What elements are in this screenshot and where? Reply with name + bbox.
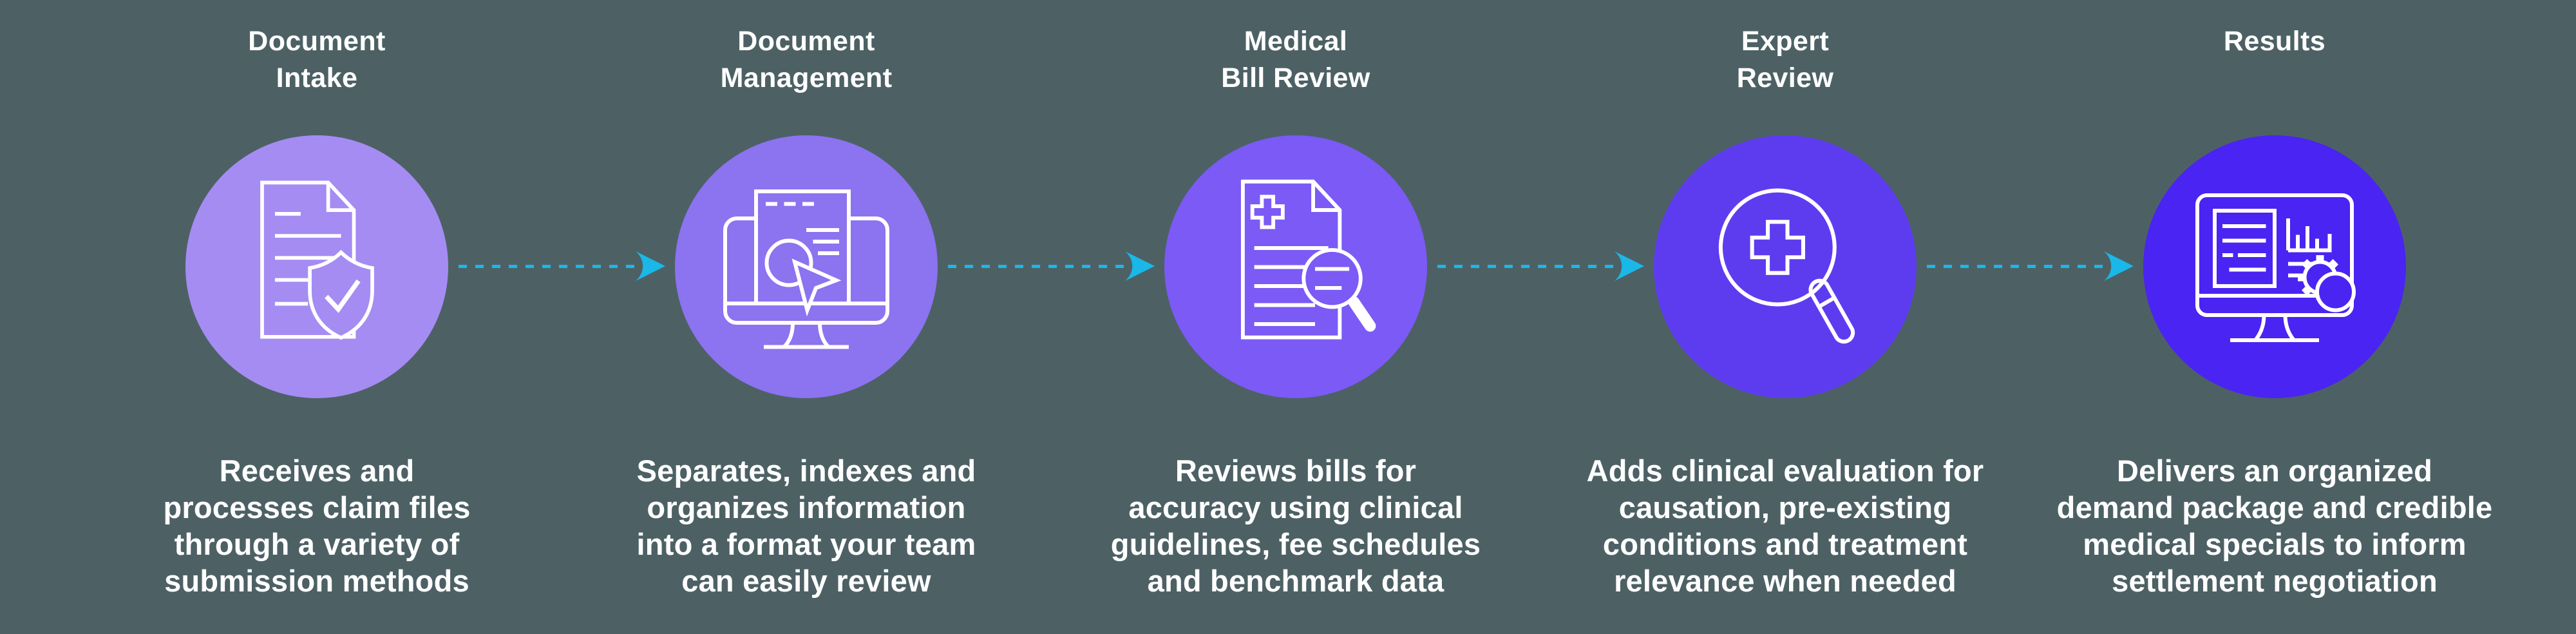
flow-arrow-2 — [948, 251, 1155, 282]
step-expert-review: Expert Review Adds clinical evaluation f… — [1540, 0, 2030, 634]
flow-arrow-4 — [1927, 251, 2134, 282]
monitor-report-gear-icon — [2195, 193, 2356, 342]
step-circle — [2143, 135, 2406, 398]
step-document-intake: Document Intake Receives and processes c… — [72, 0, 562, 634]
step-medical-bill-review: Medical Bill Review Reviews bi — [1051, 0, 1540, 634]
document-shield-icon — [260, 180, 374, 340]
step-description: Receives and processes claim files throu… — [163, 454, 471, 598]
gear-glyph — [2298, 255, 2356, 312]
monitor-cursor-icon — [723, 189, 889, 349]
step-title: Document Intake — [248, 26, 386, 93]
step-circle — [1654, 135, 1917, 398]
dashed-line — [1927, 264, 2103, 268]
step-title: Document Management — [720, 26, 893, 93]
step-description: Reviews bills for accuracy using clinica… — [1110, 454, 1481, 598]
dashed-line — [1437, 264, 1614, 268]
step-circle — [185, 135, 448, 398]
step-circle — [675, 135, 938, 398]
arrowhead-icon — [1125, 251, 1155, 281]
step-description: Delivers an organized demand package and… — [2056, 454, 2493, 598]
dashed-line — [459, 264, 635, 268]
step-title: Medical Bill Review — [1221, 26, 1370, 93]
magnifier-medical-cross-icon — [1718, 188, 1855, 343]
step-document-management: Document Management — [562, 0, 1051, 634]
medical-bill-magnifier-icon — [1240, 179, 1376, 340]
step-title: Results — [2223, 26, 2326, 57]
flow-arrow-3 — [1437, 251, 1645, 282]
arrowhead-icon — [2104, 251, 2134, 281]
step-description: Separates, indexes and organizes informa… — [636, 454, 976, 598]
step-title: Expert Review — [1736, 26, 1834, 93]
step-description: Adds clinical evaluation for causation, … — [1586, 454, 1984, 598]
flow-arrow-1 — [459, 251, 666, 282]
arrowhead-icon — [1615, 251, 1644, 281]
arrowhead-icon — [636, 251, 665, 281]
step-results: Results — [2030, 0, 2519, 634]
step-circle — [1164, 135, 1427, 398]
dashed-line — [948, 264, 1124, 268]
